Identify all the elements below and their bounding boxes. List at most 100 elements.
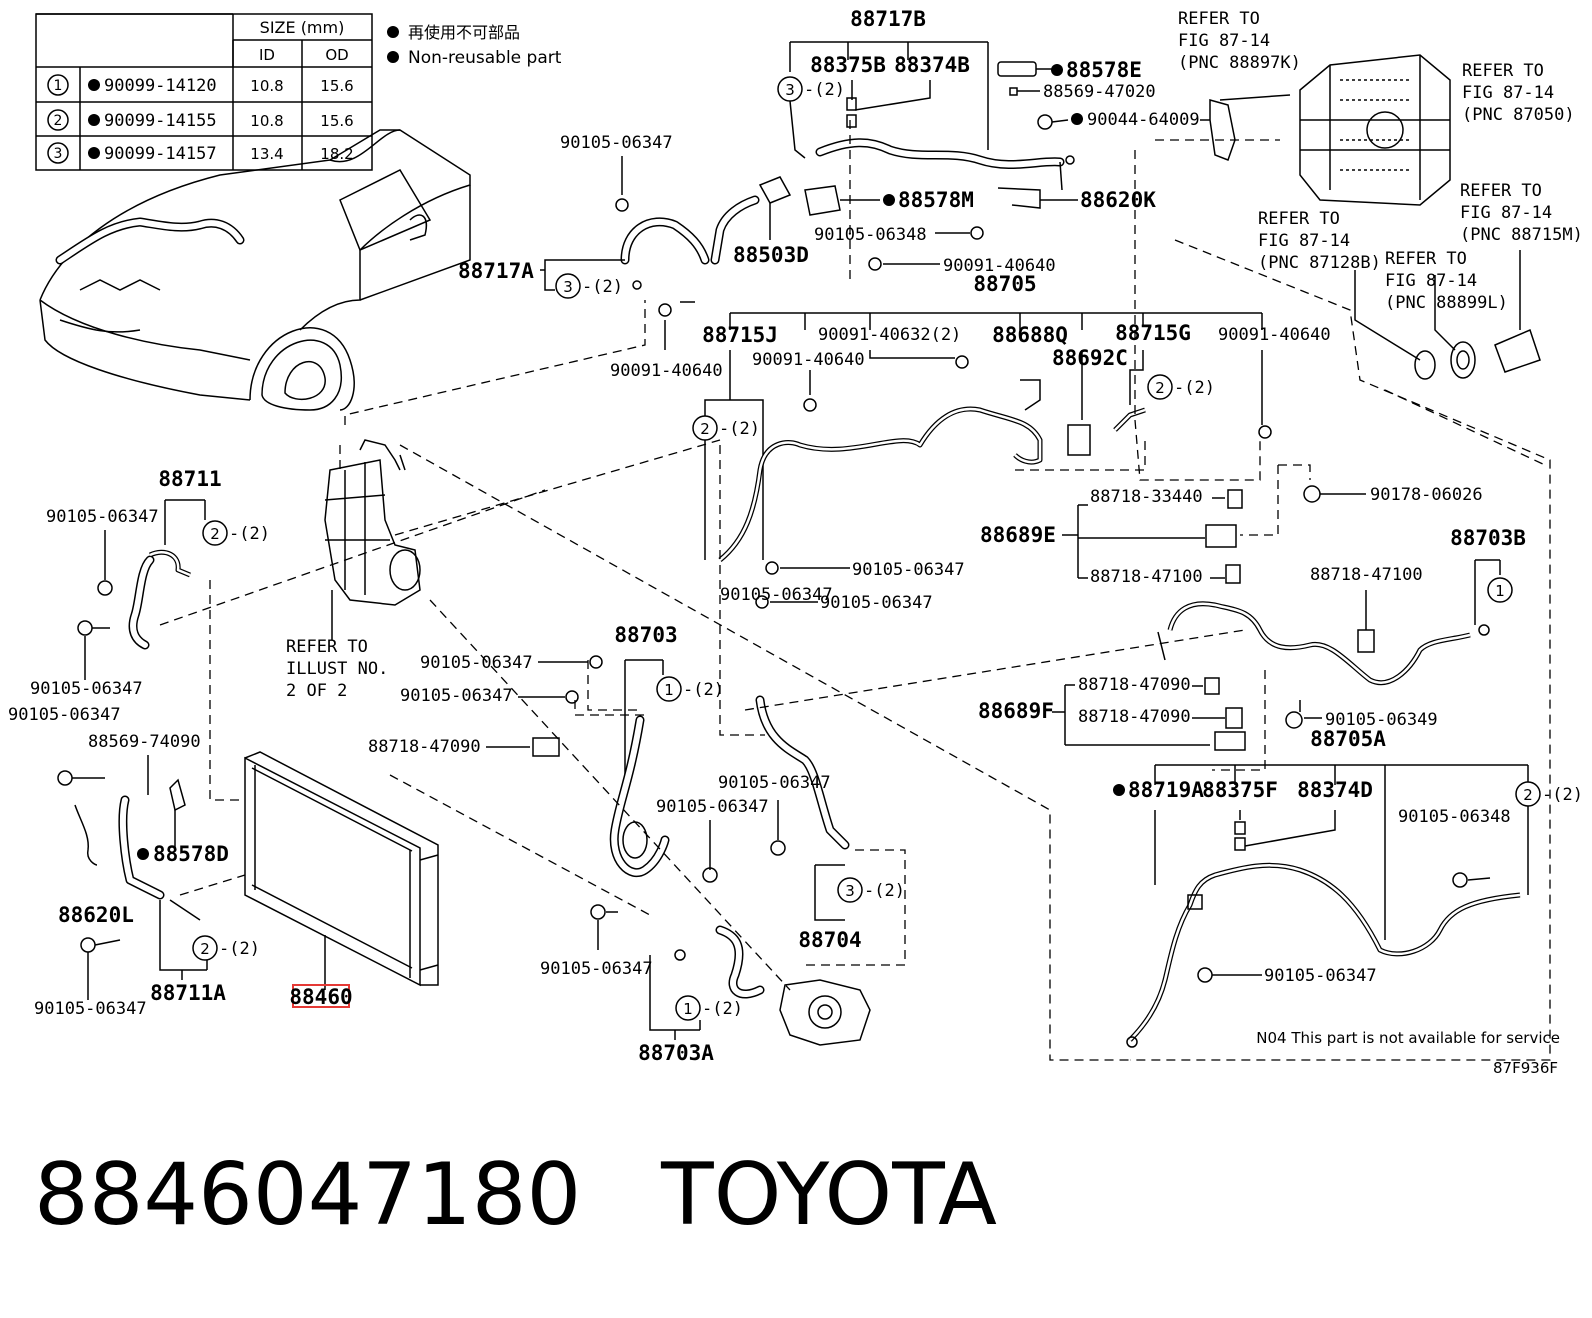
part-90105-06349: 90105-06349 bbox=[1325, 710, 1438, 730]
part-90105-06348-b: 90105-06348 bbox=[1398, 807, 1511, 827]
part-88719a: 88719A bbox=[1128, 778, 1204, 802]
part-90105-06347-d: 90105-06347 bbox=[34, 999, 147, 1019]
non-reusable-dot-icon bbox=[88, 79, 100, 91]
part-88503d: 88503D bbox=[733, 243, 809, 267]
qty: -(2) bbox=[804, 80, 845, 100]
svg-text:2 OF 2: 2 OF 2 bbox=[286, 681, 347, 701]
svg-text:-(2): -(2) bbox=[1174, 378, 1215, 398]
svg-text:(PNC 88715M): (PNC 88715M) bbox=[1460, 225, 1583, 245]
part-90178-06026: 90178-06026 bbox=[1370, 485, 1483, 505]
row1-part: 90099-14120 bbox=[104, 76, 217, 96]
legend: 再使用不可部品 Non-reusable part bbox=[387, 23, 562, 68]
dashed-leaders bbox=[159, 120, 1551, 1061]
row2-od: 15.6 bbox=[320, 112, 353, 130]
row3-num: 3 bbox=[54, 146, 63, 162]
svg-text:1: 1 bbox=[1495, 582, 1505, 600]
svg-text:ILLUST NO.: ILLUST NO. bbox=[286, 659, 388, 679]
row1-num: 1 bbox=[54, 78, 63, 94]
svg-text:REFER TO: REFER TO bbox=[1258, 209, 1340, 229]
part-88374d: 88374D bbox=[1297, 778, 1373, 802]
part-90044-64009: 90044-64009 bbox=[1087, 110, 1200, 130]
svg-text:FIG 87-14: FIG 87-14 bbox=[1460, 203, 1552, 223]
row2-id: 10.8 bbox=[250, 112, 283, 130]
group-88717a: 90105-06347 88503D 88717A 3 -(2) 90091-4… bbox=[458, 133, 809, 381]
legend-en: Non-reusable part bbox=[408, 48, 562, 68]
part-88620l: 88620L bbox=[58, 903, 134, 927]
svg-text:3: 3 bbox=[845, 882, 855, 900]
part-90105-06347-top: 90105-06347 bbox=[560, 133, 673, 153]
part-88688q: 88688Q bbox=[992, 323, 1068, 347]
svg-text:2: 2 bbox=[1523, 786, 1533, 804]
highlight-box bbox=[292, 984, 350, 1008]
part-88715j: 88715J bbox=[702, 323, 778, 347]
row3-od: 18.2 bbox=[320, 145, 353, 163]
part-90091-40632: 90091-40632(2) bbox=[818, 325, 961, 345]
part-90105-06347-a: 90105-06347 bbox=[46, 507, 159, 527]
group-88705a: 88705A 88719A 88375F 88374D 2 -(2) 90105… bbox=[1113, 727, 1583, 1077]
group-88717b: 88717B 88375B 88374B 3 -(2) 88578E 88569… bbox=[777, 7, 1236, 296]
group-88689e: 88718-33440 88689E 88718-47100 90178-060… bbox=[980, 464, 1526, 730]
part-88705a: 88705A bbox=[1310, 727, 1386, 751]
part-88711: 88711 bbox=[158, 467, 221, 491]
row2-part: 90099-14155 bbox=[104, 111, 217, 131]
compressor-illustration: REFER TO ILLUST NO. 2 OF 2 bbox=[286, 439, 421, 701]
part-88460[interactable]: 88460 bbox=[289, 985, 352, 1009]
svg-text:-(2): -(2) bbox=[1542, 785, 1583, 805]
svg-text:(PNC 88897K): (PNC 88897K) bbox=[1178, 53, 1301, 73]
svg-text:FIG 87-14: FIG 87-14 bbox=[1178, 31, 1270, 51]
brand-name: TOYOTA bbox=[661, 1145, 997, 1245]
part-88718-47100-a: 88718-47100 bbox=[1090, 567, 1203, 587]
part-88718-47090-c: 88718-47090 bbox=[1078, 707, 1191, 727]
part-90105-06347-m: 90105-06347 bbox=[540, 959, 653, 979]
svg-text:-(2): -(2) bbox=[229, 524, 270, 544]
part-90105-06347-l: 90105-06347 bbox=[656, 797, 769, 817]
svg-text:-(2): -(2) bbox=[582, 277, 623, 297]
group-88711: 88711 90105-06347 2 -(2) 90105-06347 901… bbox=[8, 467, 270, 1019]
part-90105-06348: 90105-06348 bbox=[814, 225, 927, 245]
size-table: SIZE (mm) ID OD 1 90099-14120 10.8 15.6 … bbox=[35, 13, 373, 171]
product-caption: 8846047180 TOYOTA bbox=[34, 1140, 1534, 1250]
part-90105-06347-c: 90105-06347 bbox=[8, 705, 121, 725]
condenser-88460: 88460 bbox=[244, 751, 439, 1009]
part-88578d: 88578D bbox=[153, 842, 229, 866]
svg-text:2: 2 bbox=[210, 525, 220, 543]
part-88375f: 88375F bbox=[1202, 778, 1278, 802]
svg-text:1: 1 bbox=[664, 681, 674, 699]
svg-text:-(2): -(2) bbox=[219, 939, 260, 959]
row1-id: 10.8 bbox=[250, 77, 283, 95]
svg-text:-(2): -(2) bbox=[702, 999, 743, 1019]
parts-diagram: SIZE (mm) ID OD 1 90099-14120 10.8 15.6 … bbox=[8, 7, 1583, 1077]
part-88374b: 88374B bbox=[894, 53, 970, 77]
part-90091-40640-a: 90091-40640 bbox=[943, 256, 1056, 276]
non-reusable-dot-icon bbox=[88, 114, 100, 126]
group-88689f: 88718-47090 88689F 88718-47090 bbox=[978, 675, 1246, 751]
part-90091-40640-d: 90091-40640 bbox=[752, 350, 865, 370]
refer-blocks: REFER TO FIG 87-14 (PNC 88897K) REFER TO… bbox=[1178, 9, 1583, 380]
svg-text:REFER TO: REFER TO bbox=[1178, 9, 1260, 29]
part-88715g: 88715G bbox=[1115, 321, 1191, 345]
part-90105-06347-e: 90105-06347 bbox=[720, 585, 833, 605]
size-header: SIZE (mm) bbox=[260, 18, 345, 37]
part-88717a: 88717A bbox=[458, 259, 534, 283]
part-88375b: 88375B bbox=[810, 53, 886, 77]
part-88620k: 88620K bbox=[1080, 188, 1156, 212]
hvac-unit-illustration bbox=[1299, 54, 1451, 206]
part-88578e: 88578E bbox=[1066, 58, 1142, 82]
svg-text:(PNC 88899L): (PNC 88899L) bbox=[1385, 293, 1508, 313]
part-88689e: 88689E bbox=[980, 523, 1056, 547]
part-90105-06347-f: 90105-06347 bbox=[820, 593, 933, 613]
part-number: 8846047180 bbox=[34, 1145, 582, 1245]
part-88717b: 88717B bbox=[850, 7, 926, 31]
part-88718-33440: 88718-33440 bbox=[1090, 487, 1203, 507]
row2-num: 2 bbox=[54, 113, 63, 129]
part-88703b: 88703B bbox=[1450, 526, 1526, 550]
group-88704: 90105-06347 90105-06347 90105-06347 9010… bbox=[540, 560, 965, 1065]
part-88569-47020: 88569-47020 bbox=[1043, 82, 1156, 102]
svg-text:2: 2 bbox=[700, 420, 710, 438]
part-88704: 88704 bbox=[798, 928, 861, 952]
service-note: N04 This part is not available for servi… bbox=[1256, 1029, 1560, 1047]
svg-text:FIG 87-14: FIG 87-14 bbox=[1462, 83, 1554, 103]
figure-code: 87F936F bbox=[1493, 1059, 1558, 1077]
col-id: ID bbox=[259, 46, 275, 64]
svg-text:3: 3 bbox=[785, 81, 795, 99]
